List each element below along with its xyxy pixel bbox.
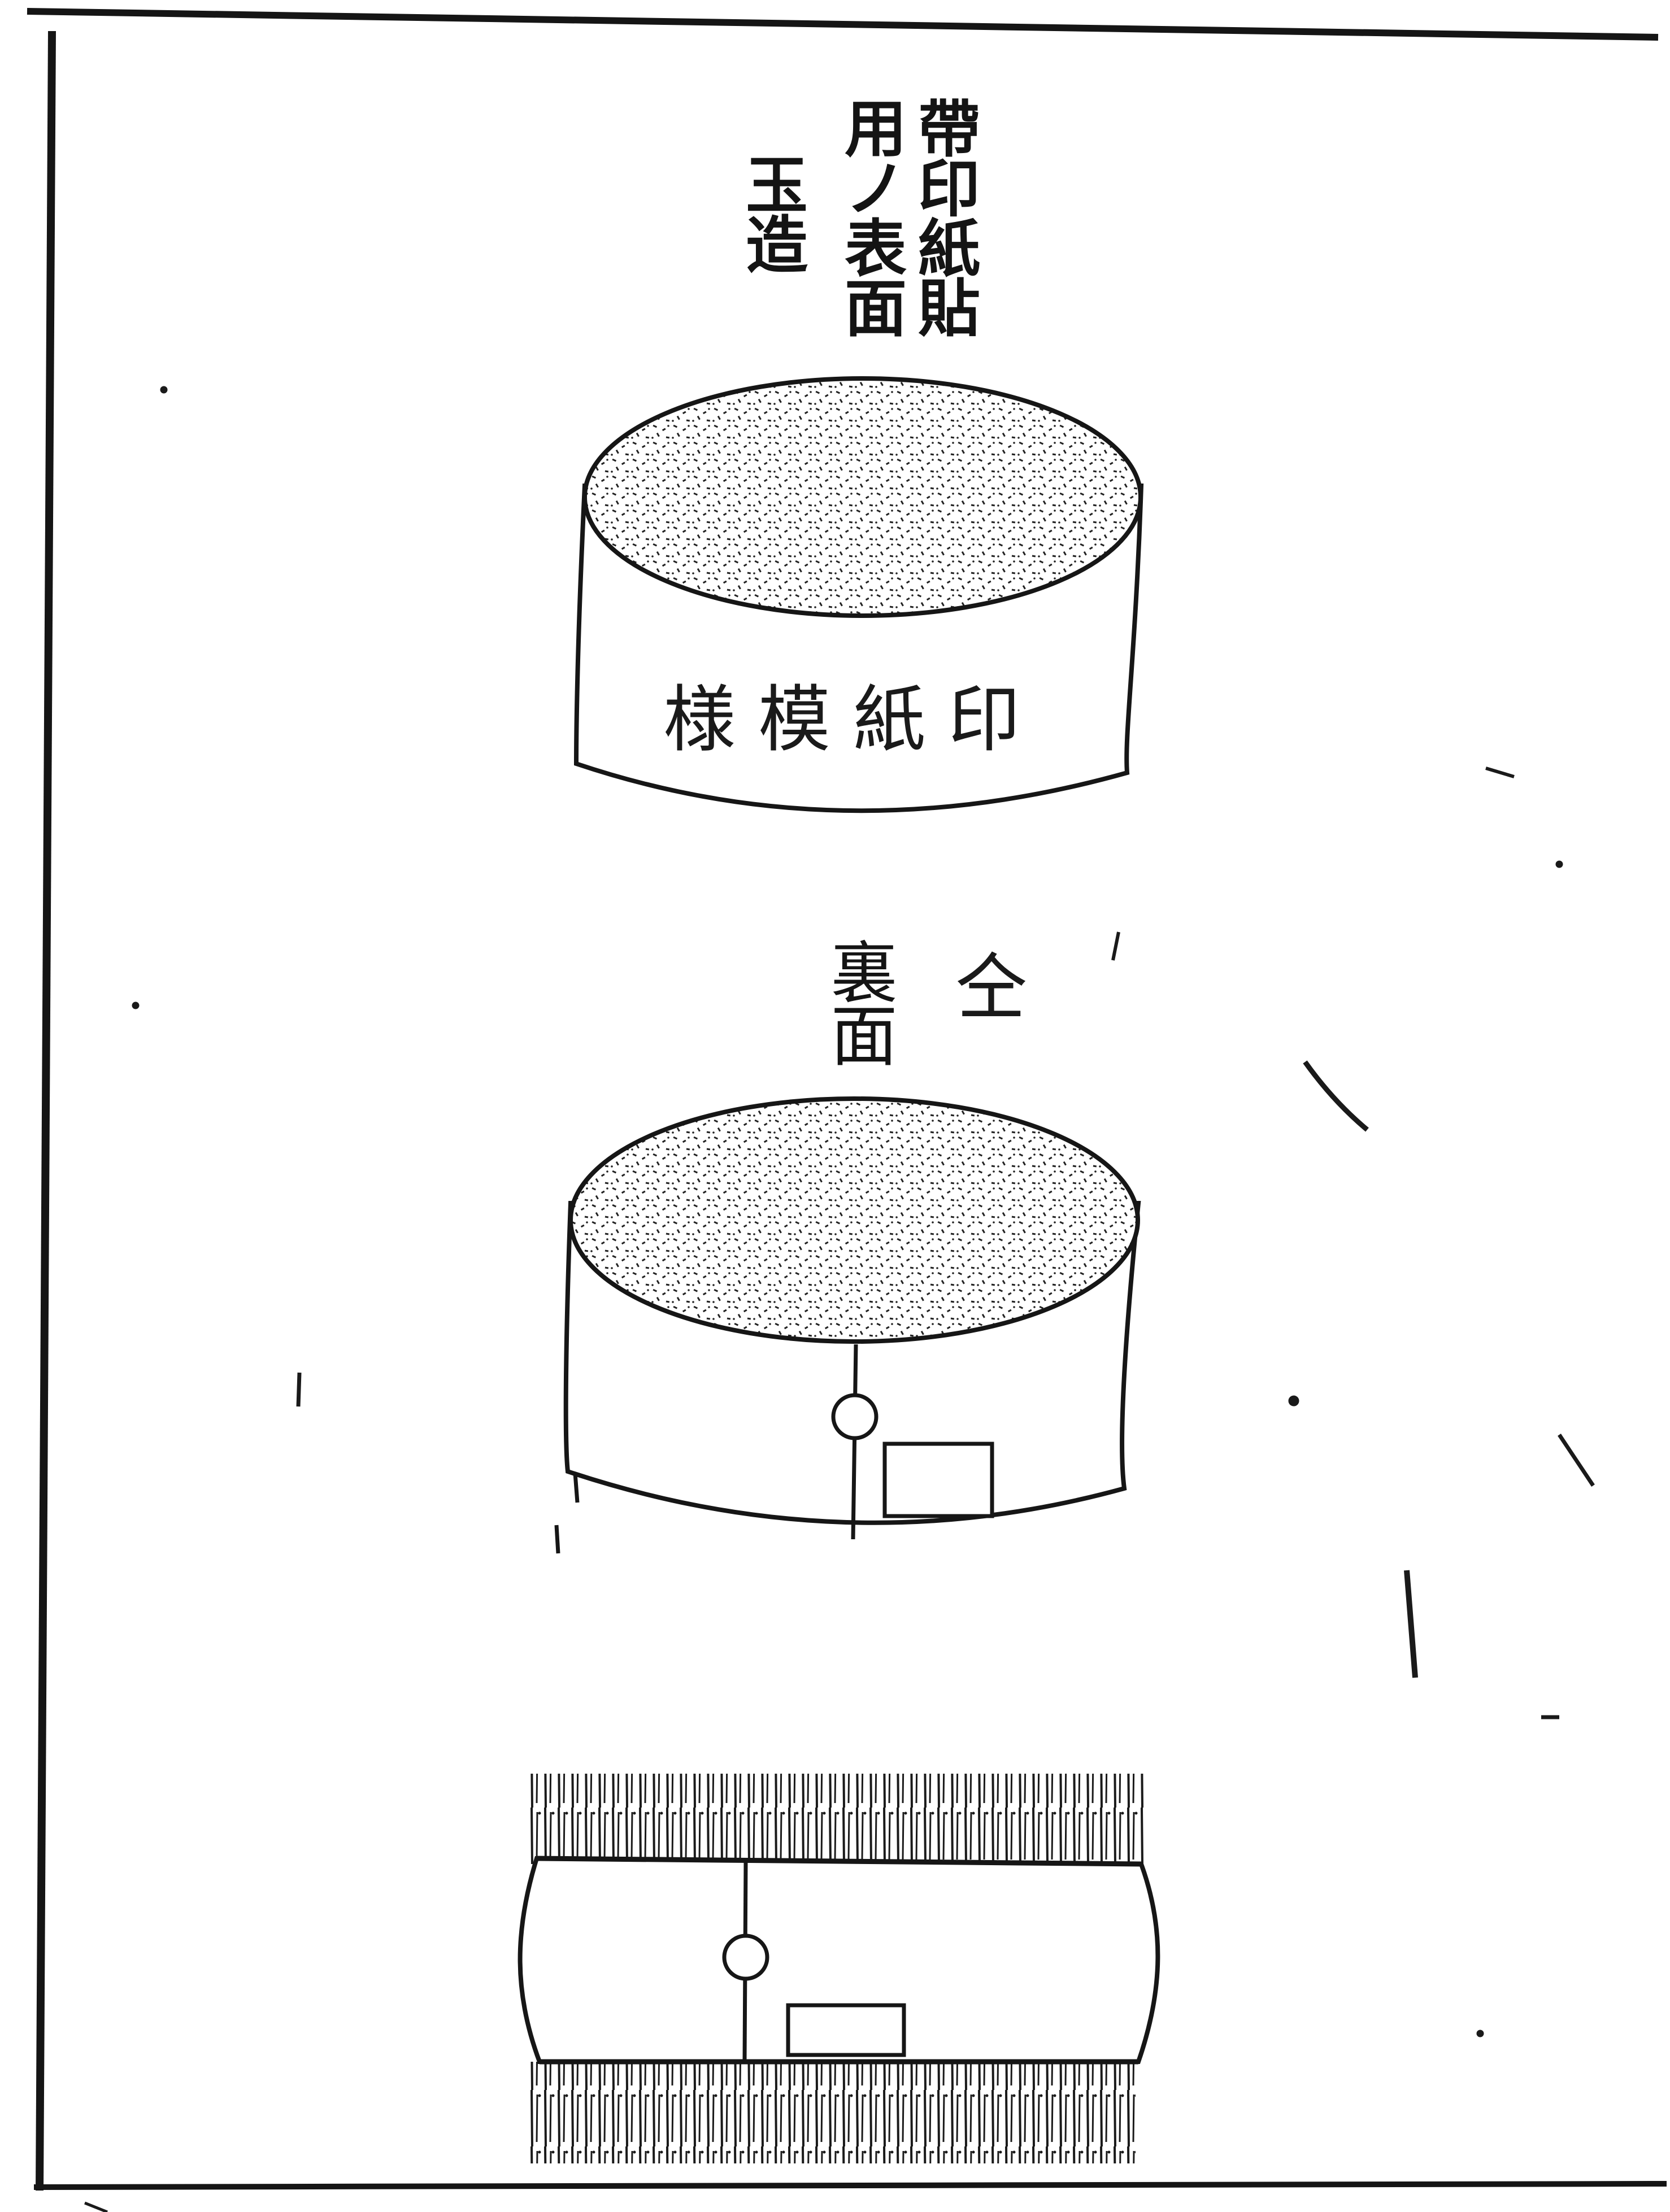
band-label-text: 印紙模様: [663, 678, 1043, 762]
band-unrolled: [517, 1774, 1160, 2163]
caption-title-left: 玉造: [735, 153, 808, 272]
caption-title-right: 帶印紙貼: [907, 96, 980, 336]
cylinder-reverse: [554, 1096, 1141, 1554]
caption-same-mark: 仝: [942, 949, 1027, 1021]
caption-title-middle: 用ノ表面: [834, 96, 907, 336]
print-specks: [84, 386, 1595, 2212]
caption-reverse-label: 裏面: [819, 938, 897, 1064]
cylinder-obverse: [573, 376, 1144, 813]
page-frame: [27, 8, 1667, 2191]
